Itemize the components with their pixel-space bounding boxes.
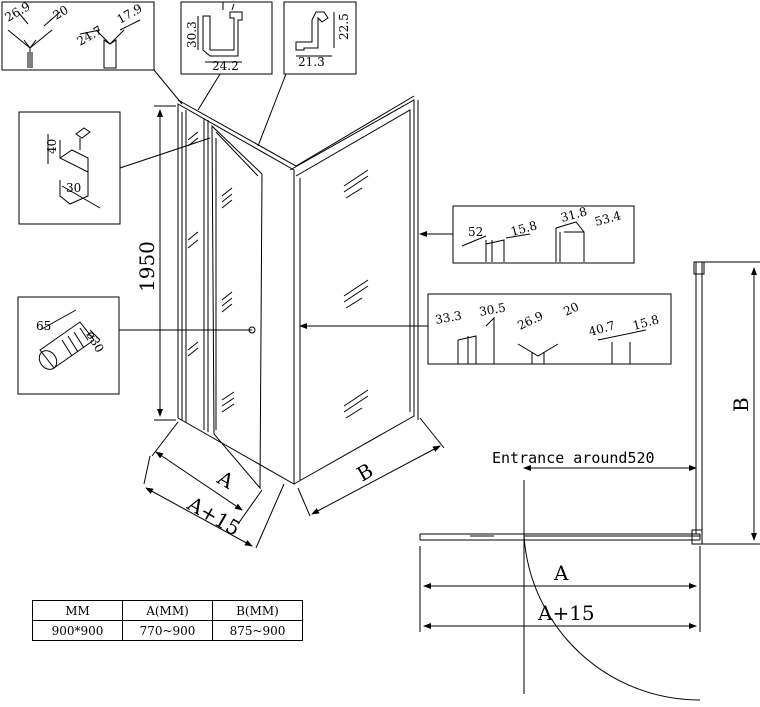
label-p0: 52 — [468, 225, 483, 239]
plan-a-label: A — [553, 561, 569, 585]
label-w0: 33.3 — [434, 309, 463, 327]
label-c0: 22.5 — [337, 13, 351, 40]
label-h0: 40 — [45, 139, 59, 154]
label-p1: 15.8 — [509, 218, 538, 238]
hinge-detail — [18, 111, 121, 225]
table-header: A(MM) — [122, 600, 213, 621]
plan-view — [419, 261, 760, 701]
wall-profile-detail — [427, 293, 672, 365]
a-plus-label: A+15 — [183, 491, 245, 541]
label-b0: 30.3 — [185, 21, 199, 48]
table-row: 900*900 770~900 875~900 — [32, 620, 303, 641]
label-c1: 21.3 — [298, 55, 325, 69]
detail-labels: 26.9 20 24.7 17.9 30.3 24.2 22.5 21.3 40… — [3, 0, 661, 355]
label-b1: 24.2 — [212, 59, 239, 73]
label-p2: 31.8 — [559, 204, 588, 224]
table-cell: 900*900 — [32, 620, 123, 641]
label-a1: 20 — [51, 3, 71, 23]
plan-b-label: B — [729, 397, 753, 412]
dimension-labels: 1950 A A+15 B Entrance around520 B A A+1… — [135, 241, 753, 625]
profile-detail-a — [1, 1, 155, 71]
label-a2: 24.7 — [75, 23, 105, 48]
plan-a-plus-label: A+15 — [537, 601, 595, 625]
label-w1: 30.5 — [478, 301, 507, 319]
label-k0: 65 — [36, 319, 51, 333]
table-header: B(MM) — [212, 600, 303, 621]
label-w5: 15.8 — [631, 312, 660, 332]
label-a3: 17.9 — [115, 1, 145, 26]
label-w3: 20 — [561, 300, 581, 319]
height-dimension — [154, 105, 176, 421]
enclosure-3d — [177, 95, 419, 490]
profile-detail-b — [180, 1, 273, 75]
label-w2: 26.9 — [515, 309, 545, 333]
table-header: MM — [32, 600, 123, 621]
width-dimensions-3d — [143, 417, 445, 549]
profile-detail-c — [283, 1, 357, 75]
table-header-row: MM A(MM) B(MM) — [32, 600, 303, 621]
height-label: 1950 — [135, 241, 159, 292]
entrance-label: Entrance around520 — [492, 449, 655, 467]
label-k1: ø30 — [83, 329, 106, 355]
a-label: A — [213, 465, 239, 494]
size-table: MM A(MM) B(MM) 900*900 770~900 875~900 — [32, 600, 303, 641]
table-cell: 875~900 — [212, 620, 303, 641]
knob-detail — [17, 296, 120, 395]
table-cell: 770~900 — [122, 620, 213, 641]
b-label: B — [353, 458, 378, 486]
label-a0: 26.9 — [3, 0, 33, 25]
label-h1: 30 — [66, 181, 81, 195]
leader-lines — [119, 69, 453, 331]
label-w4: 40.7 — [587, 318, 616, 338]
label-p3: 53.4 — [593, 208, 623, 229]
